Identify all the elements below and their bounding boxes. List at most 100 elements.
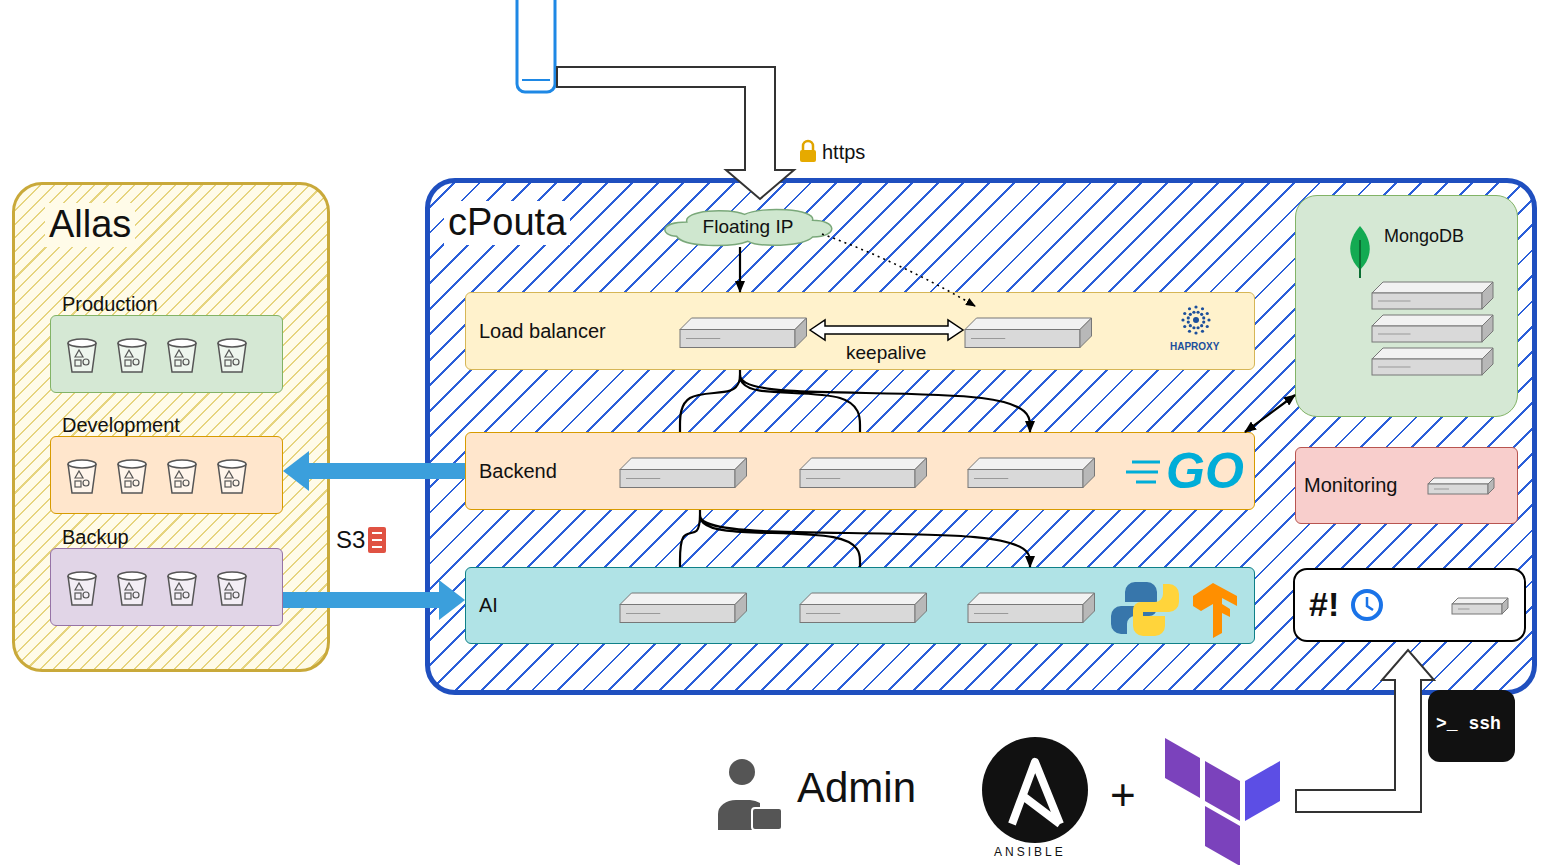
bucket-icon: [118, 339, 146, 372]
server-detail: [1378, 301, 1411, 302]
bucket-shape: [175, 350, 183, 357]
annotation-label: GO: [1166, 446, 1244, 496]
bucket-shape: [233, 359, 239, 365]
server-side: [1083, 458, 1095, 488]
node-label: #!: [1309, 585, 1339, 624]
server-top: [965, 318, 1092, 330]
server-detail: [971, 338, 1005, 339]
floating-ip-cloud: Floating IP: [663, 206, 833, 248]
server-top: [800, 593, 927, 605]
server-front: [1372, 326, 1482, 342]
bucket-shape: [125, 360, 131, 366]
haproxy-dot: [1206, 325, 1209, 328]
server-side: [1502, 598, 1508, 614]
annotation-label: +: [1110, 770, 1136, 821]
haproxy-dot: [1206, 312, 1209, 315]
server-side: [735, 593, 747, 623]
node-label: Load balancer: [479, 320, 606, 343]
bucket-shape: [125, 593, 131, 599]
haproxy-dot: [1194, 305, 1197, 308]
bucket-rim: [68, 339, 96, 347]
server-icon: [1428, 478, 1494, 494]
server-detail: [806, 478, 840, 479]
server-top: [620, 458, 747, 470]
bucket-shape: [183, 592, 189, 598]
connector: [283, 592, 439, 608]
bucket-icon: [68, 339, 96, 372]
bucket-icon: [218, 460, 246, 493]
bucket-shape: [75, 471, 83, 478]
server-top: [968, 593, 1095, 605]
server-front: [968, 470, 1083, 488]
server-front: [1372, 293, 1482, 309]
phone-icon: [517, 0, 555, 92]
bucket-rim: [118, 460, 146, 468]
annotation-label: HAPROXY: [1170, 341, 1219, 353]
haproxy-dot: [1183, 312, 1186, 315]
haproxy-dot: [1194, 331, 1197, 334]
bucket-shape: [225, 350, 233, 357]
ansible-logo: [1012, 762, 1060, 824]
server-icon: [800, 593, 927, 623]
server-side: [1083, 593, 1095, 623]
bucket-icon: [168, 460, 196, 493]
server-detail: [626, 478, 660, 479]
haproxy-dot: [1187, 320, 1190, 323]
node-label: Floating IP: [703, 216, 794, 238]
connector: [309, 463, 465, 479]
server-top: [1452, 598, 1508, 604]
bucket-shape: [233, 592, 239, 598]
bucket-shape: [125, 471, 133, 478]
server-side: [1482, 315, 1493, 342]
server-side: [795, 318, 807, 348]
node-label: Backend: [479, 460, 557, 483]
haproxy-dot: [1201, 330, 1204, 333]
bucket-icon: [118, 572, 146, 605]
ssh-badge: [1428, 690, 1515, 762]
bucket-rim: [218, 460, 246, 468]
server-top: [1372, 282, 1493, 293]
python-logo: [1133, 584, 1179, 636]
bucket-rim: [68, 572, 96, 580]
bucket-shape: [125, 583, 133, 590]
node-label: Production: [62, 293, 158, 316]
haproxy-dot: [1188, 330, 1191, 333]
bucket-shape: [183, 359, 189, 365]
server-icon: [965, 318, 1092, 348]
lock-icon: [800, 150, 816, 162]
server-detail: [974, 478, 1008, 479]
admin-icon: [752, 808, 782, 830]
bucket-shape: [75, 481, 81, 487]
node-label: Allas: [45, 203, 135, 247]
server-detail: [1434, 489, 1449, 490]
server-top: [1372, 348, 1493, 359]
connector: [739, 247, 741, 292]
server-front: [968, 605, 1083, 623]
server-side: [915, 458, 927, 488]
haproxy-dot: [1181, 318, 1184, 321]
server-front: [800, 470, 915, 488]
server-front: [680, 330, 795, 348]
node-label: MongoDB: [1384, 226, 1464, 247]
haproxy-dot: [1196, 311, 1199, 314]
bucket-rim: [168, 460, 196, 468]
ansible-logo: [982, 737, 1088, 843]
bucket-shape: [133, 480, 139, 486]
terraform-logo: [1205, 806, 1240, 865]
bucket-rim: [168, 339, 196, 347]
server-icon: [680, 318, 807, 348]
terraform-logo: [1165, 738, 1200, 798]
go-logo: [1126, 471, 1158, 474]
server-front: [1428, 484, 1488, 494]
bucket-icon: [68, 572, 96, 605]
bucket-shape: [83, 592, 89, 598]
bucket-shape: [175, 471, 183, 478]
server-top: [620, 593, 747, 605]
bucket-shape: [75, 593, 81, 599]
bucket-shape: [75, 360, 81, 366]
server-icon: [800, 458, 927, 488]
bucket-shape: [225, 593, 231, 599]
failover-line: [822, 234, 975, 306]
